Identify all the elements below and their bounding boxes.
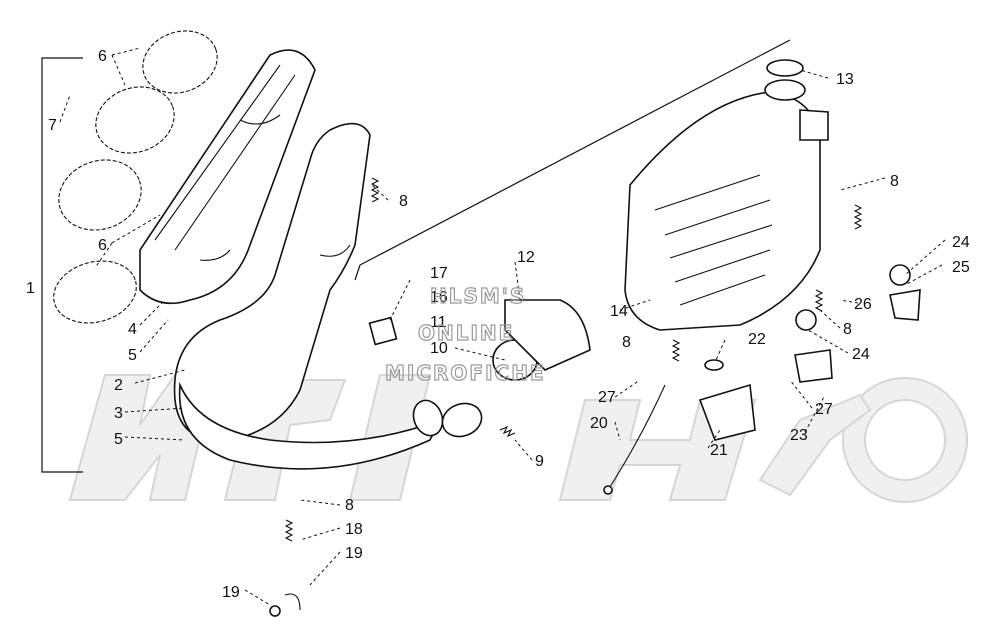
- callout-1: 1: [26, 280, 35, 297]
- callout-20: 20: [590, 415, 608, 432]
- callout-7: 7: [48, 117, 57, 134]
- callout-4: 3: [114, 405, 123, 422]
- callout-labels: 6 7 8 6 1 4 5 2 3 5 12 17 16 11 10 9 13 …: [26, 48, 970, 562]
- watermark-line3: MICROFICHE: [385, 361, 546, 385]
- watermark: HLSM'S ONLINE MICROFICHE: [384, 283, 546, 385]
- callout-8: 8: [622, 334, 631, 351]
- callout-24: 24: [952, 234, 970, 251]
- callout-6: 6: [98, 237, 107, 254]
- callout-25: 25: [952, 259, 970, 276]
- silencer-box: [624, 59, 829, 331]
- callout-23: 23: [790, 427, 808, 444]
- manifold-parts: [368, 299, 591, 438]
- callout-5: 5: [114, 431, 123, 448]
- callout-14: 14: [610, 303, 628, 320]
- callout-5: 5: [128, 347, 137, 364]
- group-bracket-1: [41, 57, 83, 473]
- muffler-body: [139, 49, 316, 305]
- callout-2: 2: [114, 377, 123, 394]
- mount-hardware: [269, 264, 921, 617]
- callout-24: 24: [852, 346, 870, 363]
- reference-lines: [354, 39, 791, 281]
- callout-17: 18: [345, 521, 363, 538]
- callout-8: 8: [399, 193, 408, 210]
- callout-15: 16: [430, 289, 448, 306]
- callout-13: 13: [836, 71, 854, 88]
- callout-18: 19: [345, 545, 363, 562]
- callout-11: 11: [430, 314, 447, 331]
- callout-8: 8: [843, 321, 852, 338]
- callout-8: 8: [345, 497, 354, 514]
- background-logo: [68, 374, 968, 503]
- callout-22: 22: [748, 331, 766, 348]
- callout-19: 19: [222, 584, 240, 601]
- callout-26: 26: [854, 296, 872, 313]
- expansion-pipe: [173, 122, 444, 470]
- watermark-line2: ONLINE: [418, 321, 514, 345]
- callout-16: 17: [430, 265, 448, 282]
- leader-lines: [59, 47, 946, 606]
- callout-27: 27: [598, 389, 616, 406]
- callout-8: 8: [890, 173, 899, 190]
- callout-12: 12: [517, 249, 535, 266]
- callout-6: 6: [98, 48, 107, 65]
- callout-21: 21: [710, 442, 728, 459]
- callout-9: 9: [535, 453, 544, 470]
- springs: [284, 177, 863, 542]
- callout-10: 10: [430, 340, 448, 357]
- watermark-line1: HLSM'S: [430, 284, 526, 308]
- callout-3: 4: [128, 321, 137, 338]
- callout-27: 27: [815, 401, 833, 418]
